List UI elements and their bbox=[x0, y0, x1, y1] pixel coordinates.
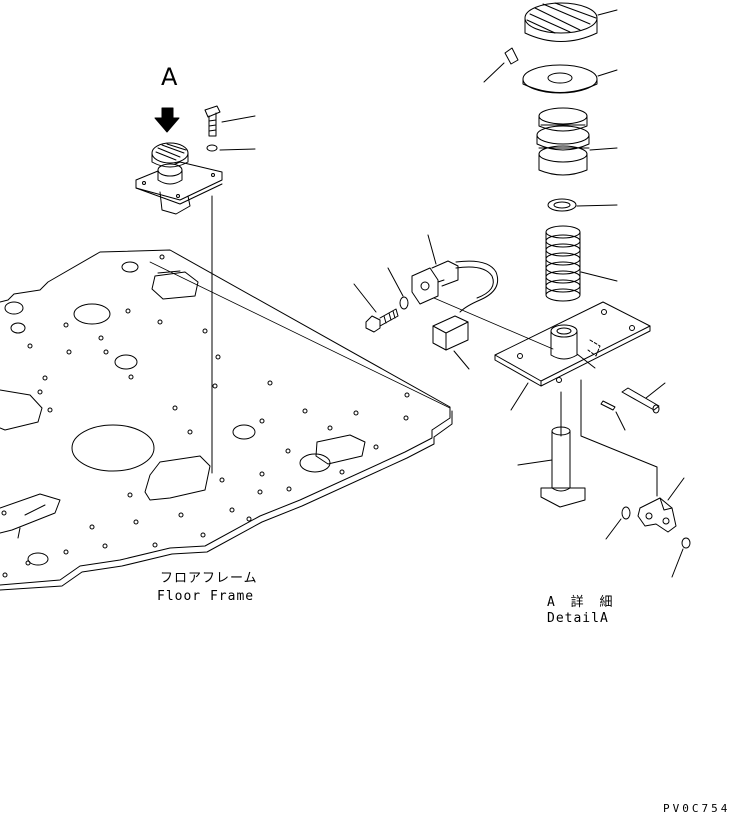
view-arrow-icon bbox=[154, 107, 180, 133]
leader-pin bbox=[483, 62, 505, 83]
cotter-pin bbox=[600, 400, 616, 411]
washer-small bbox=[206, 144, 218, 152]
leader-plunger bbox=[517, 459, 553, 466]
leader-base-plate bbox=[510, 382, 529, 411]
pedal-pad bbox=[524, 2, 598, 42]
leader-bracket bbox=[667, 477, 685, 501]
leader-washer-left bbox=[605, 518, 622, 540]
leader-washer-switch bbox=[387, 267, 404, 297]
floor-frame-plate bbox=[0, 249, 453, 591]
leader-switch bbox=[427, 234, 437, 265]
leader-bolt-switch bbox=[353, 283, 377, 313]
leader-washer-right bbox=[671, 548, 684, 578]
bolt-switch bbox=[365, 308, 399, 333]
leader-connector bbox=[453, 350, 470, 370]
spring-pin bbox=[504, 47, 519, 65]
leader-retainer bbox=[597, 69, 618, 77]
leader-washer-small bbox=[219, 148, 256, 151]
view-a-label: A bbox=[161, 63, 178, 91]
hinge-pin bbox=[621, 387, 660, 414]
floor-frame-label-jp: フロアフレーム bbox=[160, 571, 258, 586]
washer-detail bbox=[547, 198, 577, 212]
leader-washer-detail bbox=[576, 204, 618, 207]
detail-link-line bbox=[580, 379, 658, 497]
detail-a-label-jp: A 詳 細 bbox=[547, 595, 617, 610]
leader-pad bbox=[597, 9, 618, 16]
rubber-boot bbox=[536, 107, 590, 176]
leader-boot bbox=[589, 147, 618, 151]
limit-switch bbox=[411, 260, 499, 313]
leader-spring bbox=[580, 271, 618, 282]
pedal-base-plate bbox=[494, 301, 651, 387]
washer-switch bbox=[399, 296, 409, 310]
leader-hinge-pin bbox=[645, 382, 666, 399]
leader-cotter-pin bbox=[615, 411, 626, 431]
coil-spring bbox=[545, 225, 581, 302]
pedal-assembly-small bbox=[135, 142, 223, 215]
drawing-code: PV0C754 bbox=[663, 802, 731, 815]
retainer-plate bbox=[522, 64, 598, 94]
washer-bracket-left bbox=[621, 506, 631, 520]
washer-bracket-right bbox=[681, 537, 691, 549]
detail-a-label-en: DetailA bbox=[547, 611, 609, 626]
plunger-rod bbox=[540, 391, 586, 508]
bolt-small bbox=[204, 105, 221, 137]
switch-bracket bbox=[637, 497, 677, 533]
leader-bolt-small bbox=[221, 115, 256, 123]
wire-connector bbox=[432, 315, 469, 351]
floor-frame-label-en: Floor Frame bbox=[157, 589, 255, 604]
